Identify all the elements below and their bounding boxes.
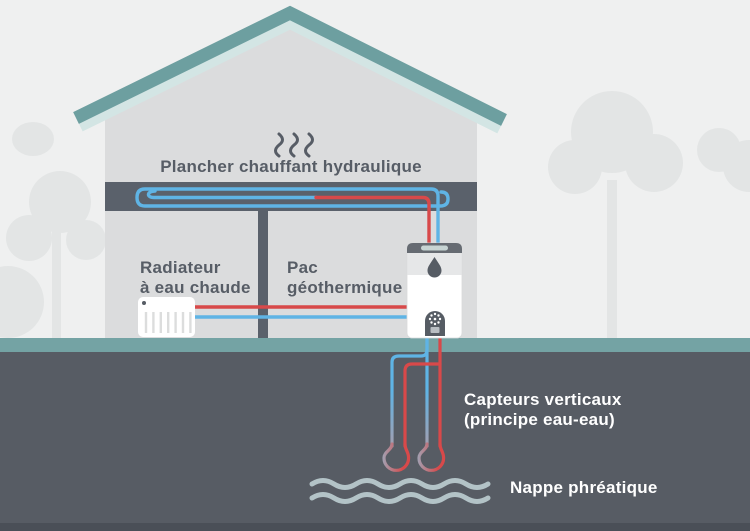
label-water-table: Nappe phréatique — [510, 478, 658, 497]
radiator-valve-icon — [142, 301, 146, 305]
label-vertical-sensors-line1: Capteurs verticaux — [464, 390, 622, 409]
roof-underside — [77, 16, 503, 134]
water-waves-icon — [309, 478, 491, 504]
ground-surface — [0, 338, 750, 352]
roof — [73, 5, 507, 134]
floor-heating-coil — [135, 187, 450, 248]
label-vertical-sensors: Capteurs verticaux (principe eau-eau) — [464, 390, 622, 430]
label-vertical-sensors-line2: (principe eau-eau) — [464, 410, 615, 429]
radiator — [138, 297, 195, 337]
label-radiator: Radiateur à eau chaude — [140, 258, 251, 298]
radiator-pipes — [188, 305, 412, 319]
probe-left-bulb — [382, 442, 411, 472]
house-wall — [105, 17, 477, 338]
probe-right-bulb — [417, 442, 446, 472]
label-heat-pump-line2: géothermique — [287, 278, 403, 297]
probe-left-return — [403, 362, 442, 448]
interior-wall — [258, 211, 268, 338]
steam-icon — [274, 132, 314, 158]
roof-top — [73, 5, 507, 126]
ground-bottom-strip — [0, 523, 750, 531]
display-slot — [421, 245, 448, 251]
fan-grille-icon — [425, 311, 445, 336]
heat-pump — [406, 242, 463, 339]
droplet-icon — [427, 257, 442, 278]
label-floor-heating: Plancher chauffant hydraulique — [160, 157, 422, 176]
label-heat-pump-line1: Pac — [287, 258, 318, 277]
radiator-fins — [144, 312, 192, 333]
coil-supply-pipe-hot — [314, 195, 431, 248]
ground — [0, 338, 750, 531]
coil-middle-run-cold — [146, 189, 318, 200]
label-radiator-line2: à eau chaude — [140, 278, 251, 297]
label-heat-pump: Pac géothermique — [287, 258, 402, 298]
vertical-probes — [382, 336, 446, 472]
coil-return-pipe-cold — [135, 187, 450, 248]
label-radiator-line1: Radiateur — [140, 258, 221, 277]
